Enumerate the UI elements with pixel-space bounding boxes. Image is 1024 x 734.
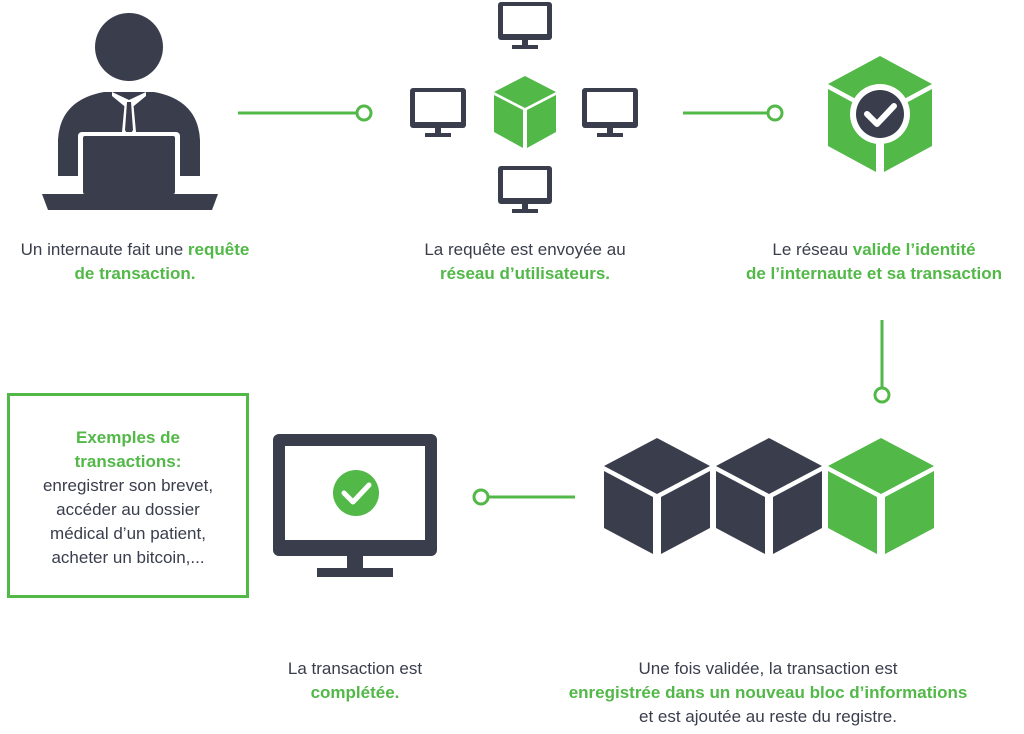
- green-cube-icon: [494, 76, 556, 148]
- step-4-text-b: et est ajoutée au reste du registre.: [639, 707, 897, 726]
- step-1-highlight-b: de transaction.: [74, 264, 196, 283]
- examples-item-4: acheter un bitcoin,...: [51, 548, 205, 567]
- step-2-label: La requête est envoyée au réseau d’utili…: [395, 238, 655, 286]
- examples-item-3: médical d’un patient,: [50, 524, 206, 543]
- connector-1-2: [238, 104, 373, 122]
- dark-cube-icon-1: [604, 438, 710, 554]
- person-at-laptop-icon: [42, 13, 218, 210]
- examples-title-1: Exemples de: [76, 428, 180, 447]
- step-3-text: Le réseau: [772, 240, 853, 259]
- examples-item-1: enregistrer son brevet,: [42, 476, 214, 495]
- step-3-highlight-a: valide l’identité: [852, 240, 976, 259]
- step-1-highlight-a: requête: [187, 240, 250, 259]
- step-4-label: Une fois validée, la transaction est enr…: [538, 657, 998, 729]
- step-2-highlight: réseau d’utilisateurs.: [439, 264, 611, 283]
- connector-3-4: [873, 320, 891, 404]
- examples-item-2: accéder au dossier: [56, 500, 200, 519]
- step-5-label: La transaction est complétée.: [255, 657, 455, 705]
- monitor-icon-top: [498, 2, 552, 49]
- step-3-highlight-b: de l’internaute et sa transaction: [745, 264, 1002, 283]
- network-monitors-cube-icon: [410, 2, 638, 213]
- step-2-text: La requête est envoyée au: [424, 240, 626, 259]
- step-1-text-a: Un internaute fait une: [20, 240, 188, 259]
- examples-title-2: transactions:: [74, 452, 182, 471]
- examples-box: Exemples de transactions: enregistrer so…: [7, 393, 249, 598]
- step-4-highlight: enregistrée dans un nouveau bloc d’infor…: [568, 683, 968, 702]
- connector-4-5: [472, 488, 575, 506]
- monitor-icon-left: [410, 88, 466, 137]
- monitor-icon-right: [582, 88, 638, 137]
- green-cube-icon-new: [828, 438, 934, 554]
- validated-cube-icon: [828, 56, 932, 172]
- step-5-highlight: complétée.: [310, 683, 400, 702]
- monitor-checkmark-icon: [273, 434, 437, 577]
- step-1-label: Un internaute fait une requête de transa…: [0, 238, 270, 286]
- step-3-label: Le réseau valide l’identité de l’interna…: [724, 238, 1024, 286]
- connector-2-3: [683, 104, 784, 122]
- step-5-text: La transaction est: [287, 659, 423, 678]
- dark-cube-icon-2: [716, 438, 822, 554]
- blockchain-cubes-icon: [604, 438, 934, 554]
- monitor-icon-bottom: [498, 166, 552, 213]
- step-4-text-a: Une fois validée, la transaction est: [638, 659, 898, 678]
